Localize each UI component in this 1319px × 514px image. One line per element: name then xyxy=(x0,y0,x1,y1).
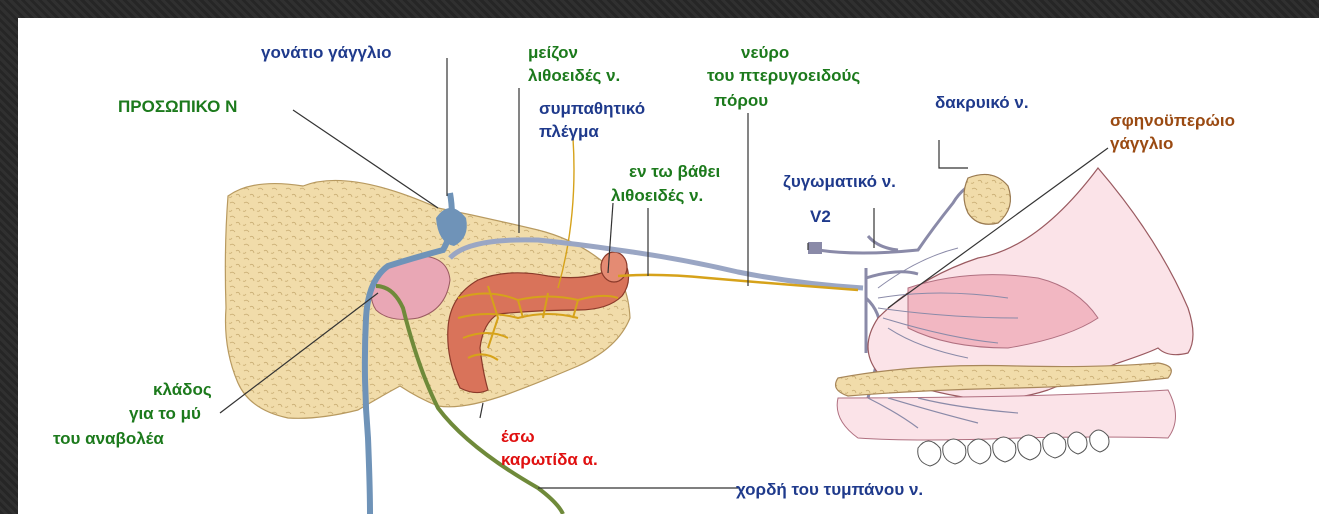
label-geniculate-ganglion: γονάτιο γάγγλιο xyxy=(261,42,392,63)
label-stapedius-line3: του αναβολέα xyxy=(53,428,164,449)
label-sympathetic-line1: συμπαθητικό xyxy=(539,98,645,119)
label-stapedius-line2: για το μύ xyxy=(129,403,201,424)
label-pterygopalatine-line2: γάγγλιο xyxy=(1110,133,1173,154)
label-greater-petrosal-line2: λιθοειδές ν. xyxy=(528,65,620,86)
label-deep-petrosal-line2: λιθοειδές ν. xyxy=(611,185,703,206)
label-deep-petrosal-line1: εν τω βάθει xyxy=(629,161,720,182)
label-carotid-line2: καρωτίδα α. xyxy=(501,449,598,470)
label-stapedius-line1: κλάδος xyxy=(153,379,212,400)
label-chorda-tympani: χορδή του τυμπάνου ν. xyxy=(736,479,923,500)
label-pterygoid-nerve-line3: πόρου xyxy=(714,90,768,111)
label-carotid-line1: έσω xyxy=(501,426,535,447)
label-pterygoid-nerve-line1: νεύρο xyxy=(741,42,789,63)
lacrimal-gland xyxy=(964,174,1010,224)
carotid-cut-end xyxy=(601,252,627,282)
oral-region xyxy=(837,390,1175,440)
label-pterygopalatine-line1: σφηνοϋπερώιο xyxy=(1110,110,1235,131)
label-zygomatic-nerve: ζυγωματικό ν. xyxy=(783,171,896,192)
anatomy-illustration xyxy=(18,18,1319,514)
label-v2: V2 xyxy=(810,206,831,227)
v2-stub xyxy=(808,242,822,254)
diagram-panel: γονάτιο γάγγλιο ΠΡΟΣΩΠΙΚΟ Ν μείζον λιθοε… xyxy=(18,18,1319,514)
label-lacrimal-nerve: δακρυικό ν. xyxy=(935,92,1029,113)
label-pterygoid-nerve-line2: του πτερυγοειδούς xyxy=(707,65,860,86)
label-greater-petrosal-line1: μείζον xyxy=(528,42,578,63)
label-facial-nerve: ΠΡΟΣΩΠΙΚΟ Ν xyxy=(118,96,237,117)
label-sympathetic-line2: πλέγμα xyxy=(539,121,599,142)
